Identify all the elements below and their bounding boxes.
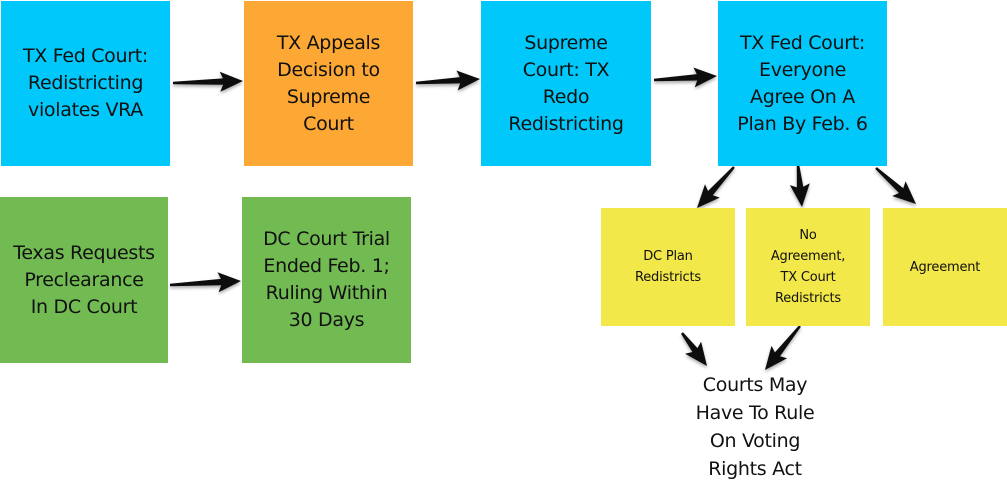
node-texas-preclearance: Texas Requests Preclearance In DC Court xyxy=(0,197,168,363)
node-dc-court-trial: DC Court Trial Ended Feb. 1; Ruling With… xyxy=(242,197,411,363)
node-tx-appeals: TX Appeals Decision to Supreme Court xyxy=(244,1,413,166)
arrow-no-agreement-to-outcome xyxy=(765,325,801,370)
node-label: DC Plan Redistricts xyxy=(635,249,701,285)
node-agreement: Agreement xyxy=(883,208,1007,326)
arrow-tx-fed-court-plan-to-dc-plan xyxy=(697,166,735,208)
arrow-dc-plan-to-outcome xyxy=(681,332,707,366)
node-label: Agreement xyxy=(909,259,981,275)
node-supreme-court: Supreme Court: TX Redo Redistricting xyxy=(481,1,651,166)
arrow-tx-fed-court-ruling-to-tx-appeals xyxy=(173,71,243,92)
node-label: DC Court Trial Ended Feb. 1; Ruling With… xyxy=(263,228,390,331)
arrow-texas-preclearance-to-dc-court-trial xyxy=(169,272,241,293)
arrow-tx-fed-court-plan-to-agreement xyxy=(875,167,916,204)
arrow-tx-fed-court-plan-to-no-agreement xyxy=(789,164,810,207)
node-tx-fed-court-ruling: TX Fed Court: Redistricting violates VRA xyxy=(1,1,170,166)
node-label: No Agreement, TX Court Redistricts xyxy=(770,228,846,306)
node-label: TX Fed Court: Everyone Agree On A Plan B… xyxy=(737,31,868,135)
arrow-supreme-court-to-tx-fed-court-plan xyxy=(653,67,717,88)
node-label: TX Appeals Decision to Supreme Court xyxy=(276,31,381,135)
arrow-tx-appeals-to-supreme-court xyxy=(415,70,480,91)
node-label: Texas Requests Preclearance In DC Court xyxy=(13,241,155,318)
node-label: Supreme Court: TX Redo Redistricting xyxy=(508,31,624,135)
node-outcome: Courts May Have To Rule On Voting Rights… xyxy=(695,374,815,480)
node-tx-fed-court-plan: TX Fed Court: Everyone Agree On A Plan B… xyxy=(718,1,887,166)
node-no-agreement: No Agreement, TX Court Redistricts xyxy=(746,208,870,326)
node-label: TX Fed Court: Redistricting violates VRA xyxy=(22,45,149,121)
node-dc-plan: DC Plan Redistricts xyxy=(601,208,735,326)
